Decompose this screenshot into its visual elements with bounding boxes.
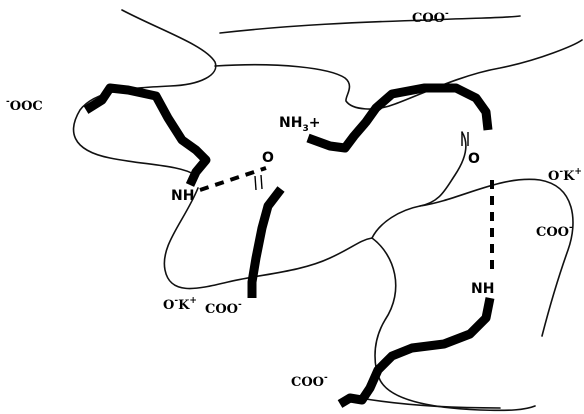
label-o-right: O	[468, 151, 480, 167]
thick-segment-center-vertical	[247, 186, 285, 298]
label-ok-right: O-K+	[548, 167, 582, 184]
thick-segment-center-top	[306, 83, 493, 153]
label-coo-bottom: COO-	[291, 373, 328, 390]
backbone-chain-upper-middle	[214, 39, 583, 110]
thick-segment-lower-right	[337, 297, 495, 408]
label-ooc-left: -OOC	[6, 97, 43, 114]
label-nh-left: NH	[171, 188, 194, 204]
backbone-chain-top-right	[219, 15, 521, 34]
backbone-chain-right-loop	[419, 178, 574, 337]
label-ok-bottom: O-K+	[163, 296, 197, 313]
carbonyl-double-bond-left-1	[254, 175, 257, 191]
backbone-chain-bottom-tail	[359, 397, 501, 409]
thick-segment-left	[83, 83, 211, 187]
backbone-chain-left-lower	[163, 187, 373, 290]
label-coo-top: COO-	[412, 9, 449, 26]
label-coo-right: COO-	[536, 223, 573, 240]
label-nh-right: NH	[471, 281, 494, 297]
label-coo-bottom-center: COO-	[205, 300, 242, 317]
hydrogen-bond-left	[199, 166, 267, 192]
carbonyl-double-bond-left-2	[260, 174, 263, 190]
label-nh3-plus: NH3+	[279, 115, 320, 134]
backbone-chain-lower-right	[371, 237, 536, 412]
backbone-chain-center-right	[371, 131, 467, 239]
label-o-center: O	[262, 150, 274, 166]
